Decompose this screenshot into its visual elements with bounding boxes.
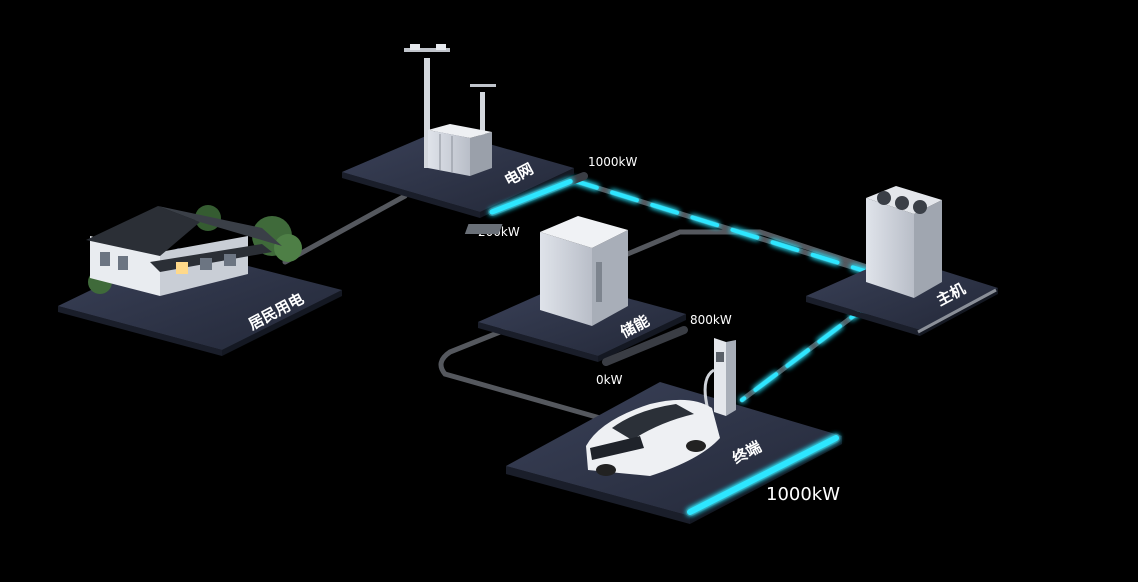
flow-host-terminal <box>740 300 874 402</box>
residential-node: 居民用电 <box>58 205 342 356</box>
car-icon <box>586 399 720 476</box>
line-storage-host <box>615 229 873 271</box>
host-machine-icon <box>866 186 942 298</box>
storage-max-label: 800kW <box>690 313 732 327</box>
terminal-gauge <box>685 433 841 517</box>
host-node: 主机 <box>806 186 998 336</box>
grid-cabinet-icon <box>428 124 492 176</box>
residential-platform-side <box>58 306 222 356</box>
terminal-node: 终端 1000kW <box>506 338 842 524</box>
grid-node: 电网 1000kW 200kW <box>342 44 637 239</box>
flow-grid-host <box>570 178 870 274</box>
terminal-gauge-fill <box>687 435 839 515</box>
line-storage-terminal <box>438 327 603 421</box>
storage-cabinet-icon <box>464 216 628 326</box>
grid-max-label: 1000kW <box>588 155 637 169</box>
line-residential-grid <box>282 193 408 265</box>
storage-gauge <box>602 326 688 366</box>
terminal-value-label: 1000kW <box>766 484 840 505</box>
residential-platform-side-right <box>222 290 342 356</box>
charger-icon <box>703 338 736 441</box>
grid-gauge <box>488 172 588 216</box>
house-icon <box>86 206 282 296</box>
storage-min-label: 0kW <box>596 373 623 387</box>
storage-node: 储能 800kW 0kW <box>464 216 732 387</box>
connections <box>282 177 875 421</box>
power-pole-icon <box>404 44 496 168</box>
grid-gauge-fill <box>489 178 573 215</box>
